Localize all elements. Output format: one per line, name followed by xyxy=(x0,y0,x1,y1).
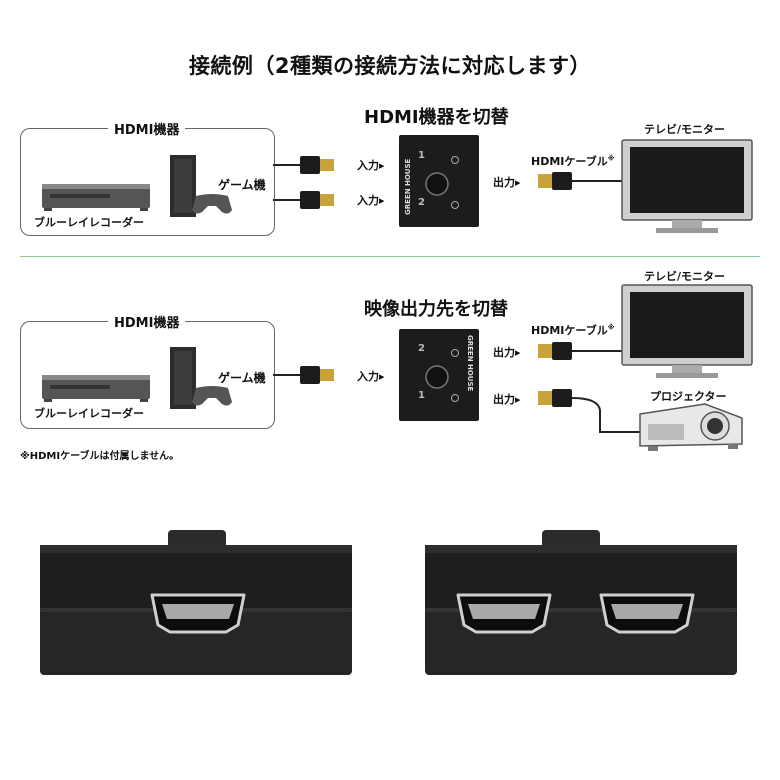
diagram1-device-group xyxy=(20,128,275,236)
section-divider xyxy=(20,256,760,257)
diagram1-heading: HDMI機器を切替 xyxy=(364,107,509,128)
page-title: 接続例（2種類の接続方法に対応します） xyxy=(188,54,592,78)
diagram2-output2-label: 出力▸ xyxy=(493,393,521,406)
tv-monitor-icon-2 xyxy=(621,284,753,378)
diagram2-game-label: ゲーム機 xyxy=(218,371,266,385)
diagram2-cable-label: HDMIケーブル※ xyxy=(531,323,615,337)
diagram1-switch-brand: GREEN HOUSE xyxy=(404,158,412,215)
diagram2-group-label: HDMI機器 xyxy=(108,312,186,331)
projector-icon xyxy=(639,403,743,451)
product-photo-dual-port xyxy=(425,530,737,675)
diagram2-switch-box xyxy=(399,329,479,421)
diagram1-input2-label: 入力▸ xyxy=(357,194,385,207)
diagram1-recorder-label: ブルーレイレコーダー xyxy=(34,216,144,229)
diagram1-output-label: 出力▸ xyxy=(493,176,521,189)
diagram2-projector-label: プロジェクター xyxy=(650,390,727,403)
diagram2-output-cables xyxy=(538,342,640,433)
bluray-recorder-icon-2 xyxy=(42,375,150,402)
diagram2-recorder-label: ブルーレイレコーダー xyxy=(34,407,144,420)
game-console-icon xyxy=(170,155,232,217)
diagram2-input-cable xyxy=(273,366,334,384)
diagram1-input-cables xyxy=(273,156,334,209)
diagram1-output-cable xyxy=(538,172,640,190)
diagram2-port2: 2 xyxy=(418,343,425,354)
diagram2-port1: 1 xyxy=(418,390,425,401)
diagram1-game-label: ゲーム機 xyxy=(218,178,266,192)
diagram1-tv-label: テレビ/モニター xyxy=(644,123,726,136)
diagram1-switch-box xyxy=(399,135,479,227)
game-console-icon-2 xyxy=(170,347,232,409)
diagram1-port2: 2 xyxy=(418,197,425,208)
diagram1-group-label: HDMI機器 xyxy=(108,119,186,138)
cable-note: ※HDMIケーブルは付属しません。 xyxy=(20,451,180,462)
diagram2-switch-brand: GREEN HOUSE xyxy=(466,335,474,392)
diagram2-input-label: 入力▸ xyxy=(357,370,385,383)
diagram2-heading: 映像出力先を切替 xyxy=(364,299,508,320)
diagram1-input1-label: 入力▸ xyxy=(357,159,385,172)
tv-monitor-icon xyxy=(621,139,753,233)
diagram1-cable-label: HDMIケーブル※ xyxy=(531,154,615,168)
diagram1-port1: 1 xyxy=(418,150,425,161)
diagram2-output1-label: 出力▸ xyxy=(493,346,521,359)
product-photo-single-port xyxy=(40,530,352,675)
diagram2-tv-label: テレビ/モニター xyxy=(644,270,726,283)
bluray-recorder-icon xyxy=(42,184,150,211)
